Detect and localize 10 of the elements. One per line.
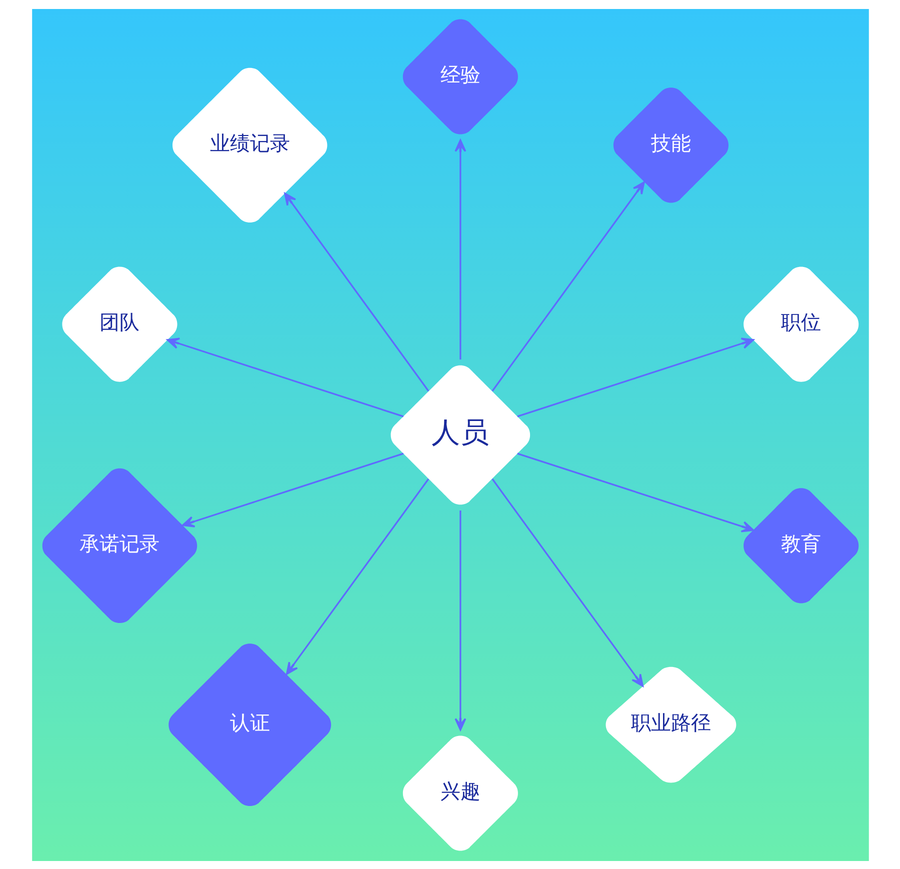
arrow: [166, 337, 404, 417]
arrow: [454, 138, 466, 359]
arrow: [516, 452, 754, 532]
arrow: [454, 510, 466, 730]
arrow: [285, 478, 429, 674]
arrow: [491, 478, 644, 686]
arrow: [516, 337, 754, 417]
arrow: [284, 192, 429, 391]
arrow: [181, 452, 404, 527]
arrow: [491, 180, 644, 391]
